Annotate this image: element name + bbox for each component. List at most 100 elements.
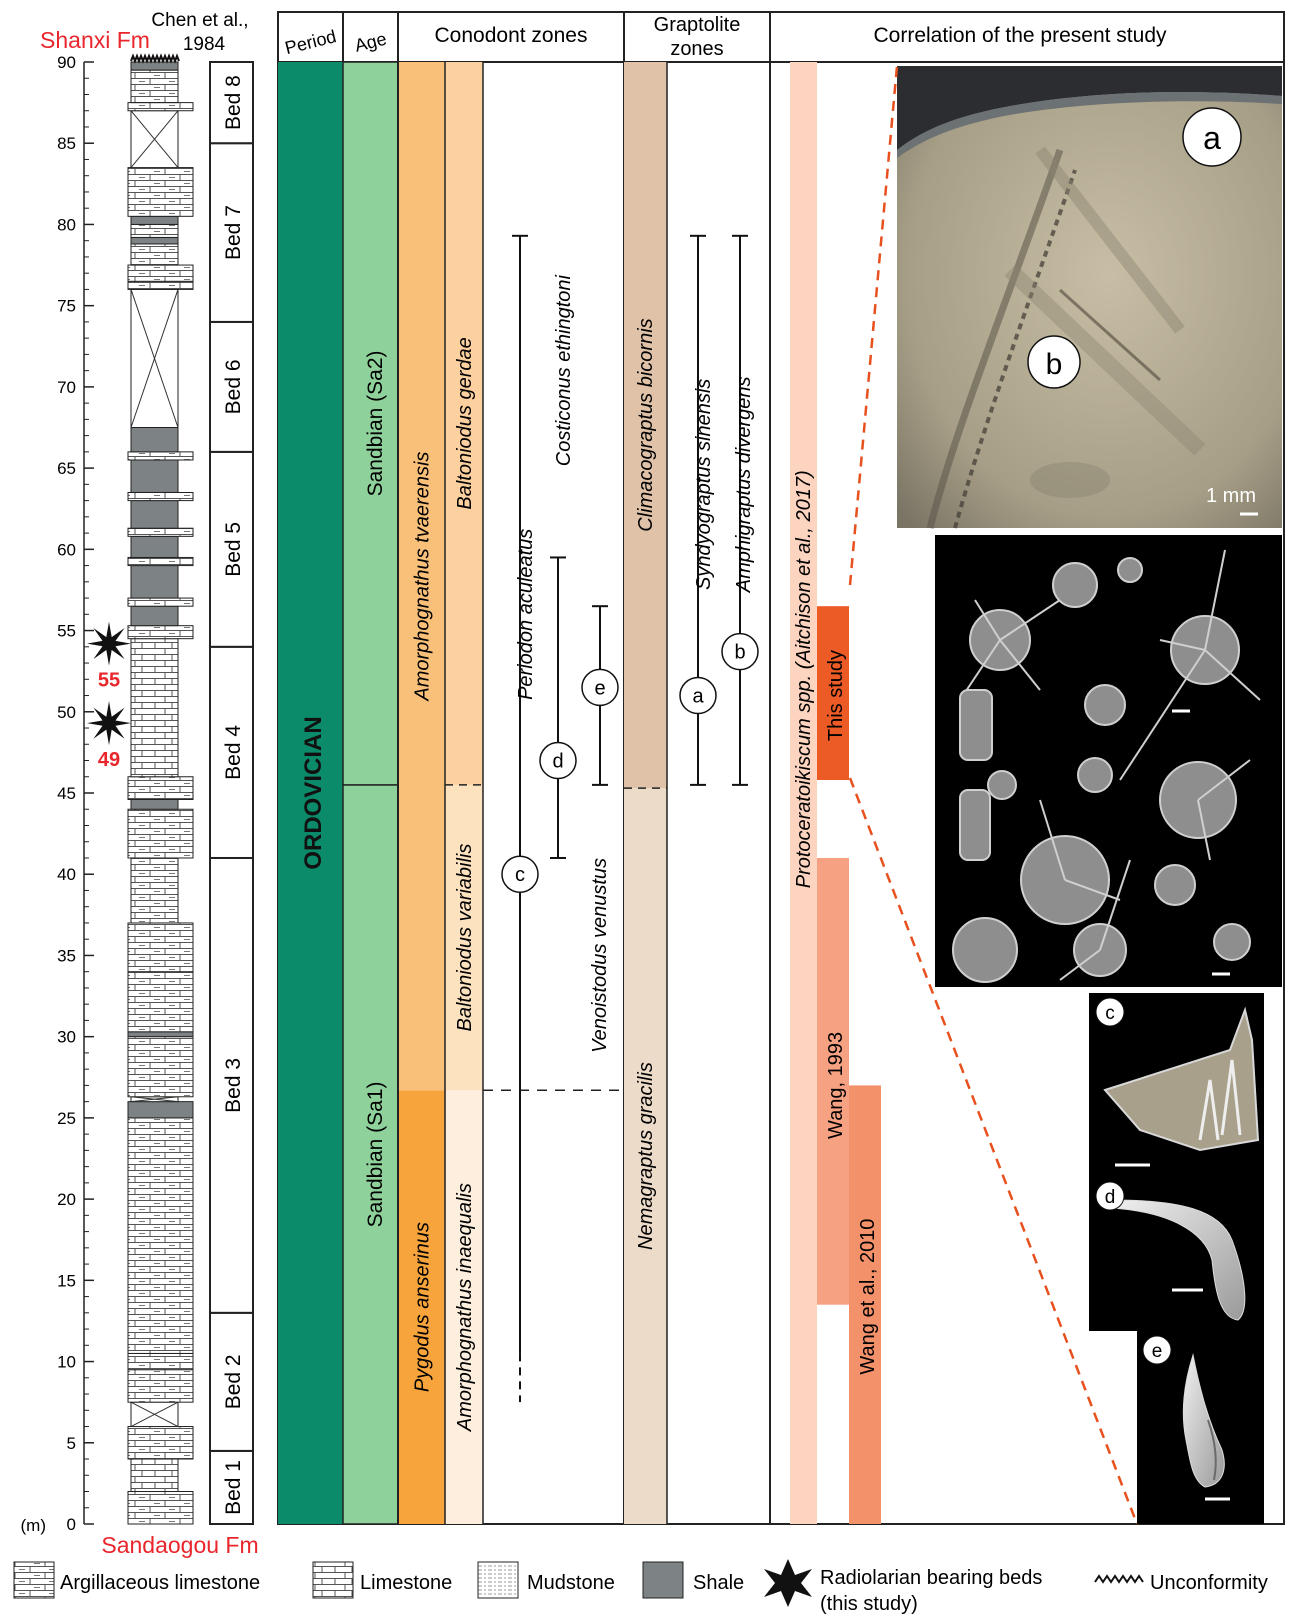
lithology-bed-argillaceous	[128, 1370, 193, 1402]
bed-label: Bed 7	[222, 205, 245, 260]
lithology-bed-shale	[131, 799, 178, 809]
bed-box: Bed 4	[210, 647, 253, 858]
legend: Argillaceous limestone Limestone Mudston…	[14, 1559, 1268, 1615]
header-row: Chen et al., 1984 Shanxi Fm Period Age C…	[40, 10, 1284, 62]
depth-tick-label: 10	[57, 1353, 76, 1372]
legend-star-icon	[764, 1559, 812, 1607]
correlation-label: Protoceratoikiscum spp. (Aitchison et al…	[793, 470, 815, 888]
header-age: Age	[353, 29, 389, 56]
taxon-range: c Periodon aculeatus	[502, 236, 538, 1402]
legend-unconformity-icon	[1095, 1576, 1143, 1582]
conodont-c-photo: c	[1089, 993, 1264, 1179]
depth-tick-label: 20	[57, 1190, 76, 1209]
lithology-bed-fill	[128, 626, 193, 639]
zone-columns: ORDOVICIANSandbian (Sa1)Sandbian (Sa2)Py…	[278, 62, 770, 1524]
correlation-bars: Protoceratoikiscum spp. (Aitchison et al…	[790, 62, 881, 1524]
lithology-bed-fill	[131, 799, 178, 809]
lithology-bed-fill	[128, 452, 193, 460]
lithology-bed-fill	[128, 972, 193, 1032]
conodont-d-photo: d	[1089, 1179, 1264, 1331]
legend-label-radiolarian: Radiolarian bearing beds	[820, 1567, 1042, 1589]
lithology-bed-fill	[128, 777, 193, 800]
lithology-bed-fill	[128, 1370, 193, 1402]
lithology-bed-fill	[131, 1459, 178, 1491]
lithology-bed-argillaceous	[128, 103, 193, 111]
photo-label-c: c	[1105, 1003, 1115, 1024]
lithology-column	[128, 56, 193, 1524]
depth-tick-label: 30	[57, 1028, 76, 1047]
depth-unit-label: (m)	[21, 1516, 46, 1535]
lithology-bed-fill	[128, 557, 193, 565]
range-marker-label: b	[734, 642, 745, 664]
lithology-bed-argillaceous	[128, 281, 193, 289]
bed-box: Bed 5	[210, 452, 253, 647]
header-graptolite-1: Graptolite	[654, 14, 741, 36]
legend-swatch-argillaceous	[14, 1562, 54, 1598]
lithology-bed-fill	[131, 70, 178, 102]
lithology-bed-argillaceous	[128, 972, 193, 1032]
lithology-bed-argillaceous	[128, 1118, 193, 1354]
depth-tick-label: 25	[57, 1109, 76, 1128]
lithology-bed-argillaceous	[131, 70, 178, 102]
depth-tick-label: 60	[57, 540, 76, 559]
conodont-zone-label: Pygodus anserinus	[412, 1222, 434, 1392]
lithology-bed-argillaceous	[128, 809, 193, 858]
header-period: Period	[283, 26, 338, 58]
lithology-bed-fill	[131, 606, 178, 625]
bed-box: Bed 6	[210, 322, 253, 452]
lithology-bed-fill	[131, 224, 178, 237]
bed-box: Bed 3	[210, 858, 253, 1313]
bed-label: Bed 8	[222, 75, 245, 130]
bed-box: Bed 1	[210, 1451, 253, 1524]
top-formation-label: Shanxi Fm	[40, 27, 150, 53]
range-taxon-label: Amphigraptus divergens	[733, 377, 755, 594]
lithology-bed-fill	[128, 1032, 193, 1037]
depth-tick-label: 35	[57, 946, 76, 965]
depth-tick-label: 5	[67, 1434, 76, 1453]
lithology-bed-fill	[131, 501, 178, 529]
graptolite-zone-label: Nemagraptus gracilis	[635, 1062, 657, 1250]
taxon-range: b Amphigraptus divergens	[722, 236, 758, 785]
legend-swatch-mudstone	[478, 1562, 518, 1598]
range-taxon-label: Syndyograptus sinensis	[693, 379, 715, 590]
sample-star-icon	[87, 622, 131, 666]
sample-label: 49	[98, 749, 120, 771]
lithology-bed-argillaceous	[128, 265, 193, 281]
lithology-bed-cross	[131, 289, 178, 427]
depth-tick-label: 55	[57, 622, 76, 641]
range-taxon-label: Periodon aculeatus	[515, 529, 537, 700]
depth-tick-label: 85	[57, 134, 76, 153]
range-taxon-label: Costiconus ethingtoni	[553, 274, 575, 466]
lithology-bed-fill	[128, 1427, 193, 1459]
correlation-label: Wang, 1993	[825, 1032, 847, 1139]
range-marker-label: e	[594, 677, 605, 699]
bed-label: Bed 2	[222, 1354, 245, 1409]
lithology-bed-fill	[128, 923, 193, 972]
photo-label-a: a	[1203, 120, 1221, 156]
bed-box: Bed 7	[210, 143, 253, 322]
lithology-bed-argillaceous	[128, 1353, 193, 1369]
correlation-label: Wang et al., 2010	[857, 1219, 879, 1375]
lithology-bed-shale	[128, 1032, 193, 1037]
lithology-bed-shale	[131, 428, 178, 452]
legend-label-shale: Shale	[693, 1572, 744, 1594]
conodont-zone-label: Amorphognathus inaequalis	[454, 1183, 476, 1432]
depth-tick-label: 15	[57, 1271, 76, 1290]
lithology-bed-shale	[131, 606, 178, 625]
lithology-bed-argillaceous	[128, 923, 193, 972]
lithology-bed-fill	[131, 244, 178, 265]
lithology-bed-argillaceous	[128, 528, 193, 536]
period-label: ORDOVICIAN	[300, 716, 327, 869]
range-marker-label: c	[515, 864, 525, 886]
bed-label: Bed 5	[222, 522, 245, 577]
lithology-bed-fill	[131, 639, 178, 777]
lithology-bed-fill	[128, 809, 193, 858]
photo-label-b: b	[1046, 348, 1063, 381]
graptolite-scale-label: 1 mm	[1206, 485, 1256, 507]
legend-swatch-limestone	[313, 1562, 353, 1598]
lithology-bed-fill	[131, 858, 178, 923]
lithology-bed-argillaceous	[128, 598, 193, 606]
depth-tick-label: 40	[57, 865, 76, 884]
